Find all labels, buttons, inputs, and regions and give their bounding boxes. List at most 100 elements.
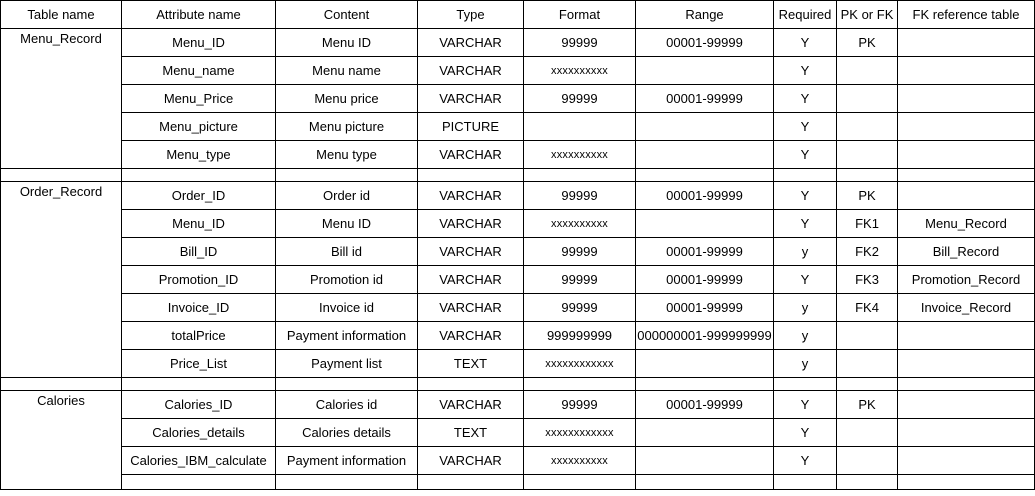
cell-ref (897, 56, 1035, 85)
table-row: Calories_details Calories details TEXT x… (1, 418, 1035, 447)
cell-ref (897, 140, 1035, 169)
cell-content: Menu ID (275, 209, 418, 238)
cell-content: Payment information (275, 446, 418, 475)
cell-format: 999999999 (523, 321, 636, 350)
cell-required: Y (773, 140, 837, 169)
cell-format: xxxxxxxxxxxx (523, 418, 636, 447)
cell-attribute: Calories_ID (121, 390, 276, 419)
cell-type: VARCHAR (417, 390, 524, 419)
cell-content: Calories id (275, 390, 418, 419)
cell-ref (897, 418, 1035, 447)
cell-range: 00001-99999 (635, 265, 774, 294)
cell-range (635, 140, 774, 169)
cell-key: FK2 (836, 237, 898, 266)
table-row: Calories Calories_ID Calories id VARCHAR… (0, 390, 1035, 490)
cell-content: Menu ID (275, 28, 418, 57)
cell-required: Y (773, 56, 837, 85)
header-pk-or-fk: PK or FK (836, 0, 898, 29)
cell-range: 00001-99999 (635, 181, 774, 210)
cell-format: 99999 (523, 265, 636, 294)
cell-attribute: Menu_picture (121, 112, 276, 141)
table-row: totalPrice Payment information VARCHAR 9… (1, 321, 1035, 350)
cell-key (836, 112, 898, 141)
cell-type: VARCHAR (417, 181, 524, 210)
cell-type: VARCHAR (417, 140, 524, 169)
cell-key (836, 140, 898, 169)
table-row: Menu_Price Menu price VARCHAR 99999 0000… (1, 84, 1035, 113)
cell-required: y (773, 293, 837, 322)
header-content: Content (275, 0, 418, 29)
header-table-name: Table name (0, 0, 122, 29)
table-row: Menu_picture Menu picture PICTURE Y (1, 112, 1035, 141)
cell-ref (897, 112, 1035, 141)
cell-format: 99999 (523, 293, 636, 322)
header-required: Required (773, 0, 837, 29)
cell-required: y (773, 349, 837, 378)
cell-attribute: Calories_details (121, 418, 276, 447)
cell-type: VARCHAR (417, 265, 524, 294)
cell-required: Y (773, 390, 837, 419)
cell-attribute: Price_List (121, 349, 276, 378)
cell-range (635, 349, 774, 378)
cell-type: VARCHAR (417, 28, 524, 57)
cell-range: 00001-99999 (635, 293, 774, 322)
table-row: Menu_Record Menu_ID Menu ID VARCHAR 9999… (0, 28, 1035, 169)
cell-format: 99999 (523, 237, 636, 266)
cell-content: Menu picture (275, 112, 418, 141)
cell-content: Bill id (275, 237, 418, 266)
cell-required: Y (773, 209, 837, 238)
cell-type: VARCHAR (417, 56, 524, 85)
cell-range (635, 112, 774, 141)
header-row: Table name Attribute name Content Type F… (0, 0, 1035, 29)
cell-ref: Promotion_Record (897, 265, 1035, 294)
cell-range (635, 446, 774, 475)
cell-ref (897, 446, 1035, 475)
cell-required: Y (773, 28, 837, 57)
cell-format: xxxxxxxxxx (523, 140, 636, 169)
cell-format: xxxxxxxxxx (523, 56, 636, 85)
cell-type: VARCHAR (417, 84, 524, 113)
group-table-name: Calories (0, 390, 122, 490)
cell-range (635, 418, 774, 447)
cell-content: Payment information (275, 321, 418, 350)
cell-content: Invoice id (275, 293, 418, 322)
cell-required: y (773, 321, 837, 350)
cell-format: xxxxxxxxxxxx (523, 349, 636, 378)
cell-key (836, 321, 898, 350)
cell-range (635, 56, 774, 85)
cell-attribute: totalPrice (121, 321, 276, 350)
cell-range: 00001-99999 (635, 28, 774, 57)
cell-type: TEXT (417, 349, 524, 378)
header-type: Type (417, 0, 524, 29)
cell-required: Y (773, 446, 837, 475)
cell-key (836, 349, 898, 378)
cell-key: FK4 (836, 293, 898, 322)
cell-attribute: Invoice_ID (121, 293, 276, 322)
cell-type: VARCHAR (417, 293, 524, 322)
cell-range: 00001-99999 (635, 237, 774, 266)
cell-content: Order id (275, 181, 418, 210)
cell-key (836, 418, 898, 447)
cell-content: Menu price (275, 84, 418, 113)
cell-ref (897, 84, 1035, 113)
header-fk-reference-table: FK reference table (897, 0, 1035, 29)
table-row: Menu_name Menu name VARCHAR xxxxxxxxxx Y (1, 56, 1035, 85)
group-table-name: Menu_Record (0, 28, 122, 169)
cell-attribute: Bill_ID (121, 237, 276, 266)
table-row: Menu_ID Menu ID VARCHAR xxxxxxxxxx Y FK1… (1, 209, 1035, 238)
cell-ref (897, 28, 1035, 57)
cell-type: TEXT (417, 418, 524, 447)
cell-attribute: Order_ID (121, 181, 276, 210)
cell-type: PICTURE (417, 112, 524, 141)
cell-range: 00001-99999 (635, 390, 774, 419)
table-row-empty (1, 474, 1035, 490)
cell-key (836, 446, 898, 475)
table-row: Menu_type Menu type VARCHAR xxxxxxxxxx Y (1, 140, 1035, 169)
cell-type: VARCHAR (417, 321, 524, 350)
cell-required: Y (773, 265, 837, 294)
cell-ref (897, 321, 1035, 350)
cell-format: 99999 (523, 84, 636, 113)
cell-format: xxxxxxxxxx (523, 446, 636, 475)
